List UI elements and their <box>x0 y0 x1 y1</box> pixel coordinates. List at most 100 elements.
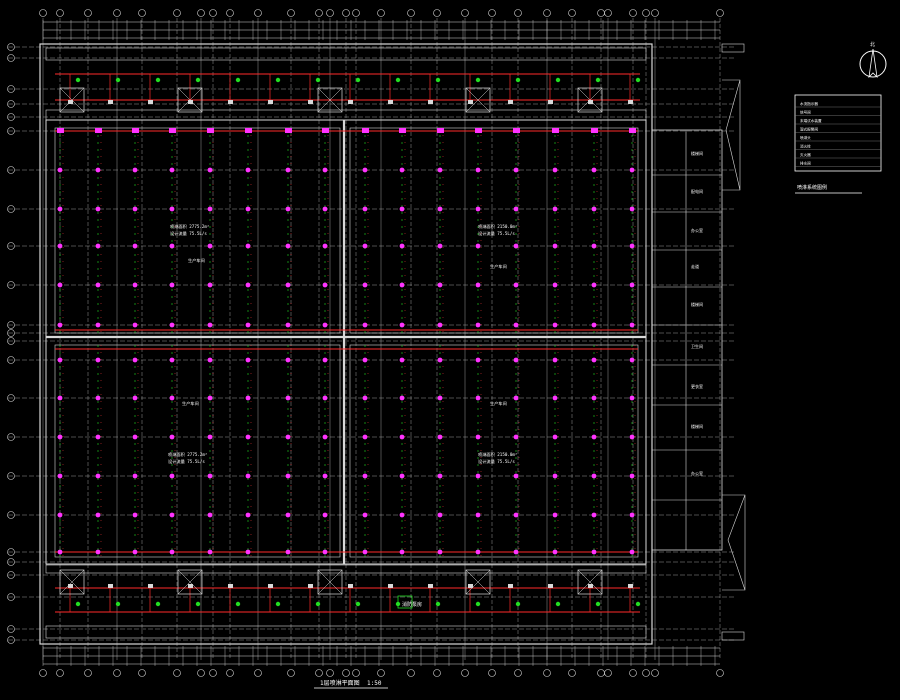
side-room-label: 办公室 <box>691 470 703 476</box>
pipe-hanger <box>468 100 473 104</box>
axis-bubble-top <box>226 9 234 17</box>
axis-bubble-bottom <box>287 669 295 677</box>
sprinkler-head-icon <box>591 128 598 133</box>
sprinkler-head-icon <box>169 206 175 212</box>
valve-icon <box>435 601 441 607</box>
sprinkler-head-icon <box>169 395 175 401</box>
valve-icon <box>475 601 481 607</box>
valve-icon <box>195 77 201 83</box>
axis-bubble-left <box>7 329 15 337</box>
sprinkler-head-icon <box>57 357 63 363</box>
stair-icon <box>177 87 203 113</box>
sprinkler-head-icon <box>169 549 175 555</box>
axis-bubble-top <box>543 9 551 17</box>
pipe-hanger <box>628 584 633 588</box>
axis-bubble-top <box>84 9 92 17</box>
axis-bubble-left <box>7 281 15 289</box>
axis-bubble-top <box>326 9 334 17</box>
axis-bubble-left <box>7 511 15 519</box>
axis-bubble-left <box>7 433 15 441</box>
side-room-label: 楼梯间 <box>691 301 703 307</box>
sprinkler-head-icon <box>207 322 213 328</box>
stair-icon <box>465 569 491 595</box>
zone-box <box>349 127 639 334</box>
sprinkler-head-icon <box>437 128 444 133</box>
corridor-band <box>45 625 647 639</box>
sprinkler-head-icon <box>591 434 597 440</box>
sprinkler-head-icon <box>322 473 328 479</box>
sprinkler-head-icon <box>437 322 443 328</box>
pipe-hanger <box>68 100 73 104</box>
stair-icon <box>465 569 491 595</box>
valve-icon <box>635 77 641 83</box>
axis-bubble-top <box>352 9 360 17</box>
valve-icon <box>155 77 161 83</box>
sprinkler-head-icon <box>169 128 176 133</box>
stair-icon <box>577 87 603 113</box>
axis-bubble-bottom <box>629 669 637 677</box>
zone-tag: 生产车间 <box>182 400 199 407</box>
sprinkler-head-icon <box>322 243 328 249</box>
zone-tag: 生产车间 <box>490 263 507 270</box>
stair-icon <box>317 87 343 113</box>
side-room-label: 办公室 <box>691 227 703 233</box>
sprinkler-head-icon <box>437 549 443 555</box>
stair-icon <box>577 87 603 113</box>
north-arrow-icon: 北 <box>859 41 887 79</box>
valve-icon <box>315 77 321 83</box>
axis-bubble-bottom <box>488 669 496 677</box>
axis-bubble-top <box>197 9 205 17</box>
stair-icon <box>59 569 85 595</box>
sprinkler-head-icon <box>437 243 443 249</box>
sprinkler-head-icon <box>513 434 519 440</box>
axis-bubble-left <box>7 356 15 364</box>
sprinkler-head-icon <box>475 282 481 288</box>
sprinkler-head-icon <box>362 128 369 133</box>
sprinkler-head-icon <box>95 357 101 363</box>
sprinkler-head-icon <box>322 128 329 133</box>
valve-icon <box>195 601 201 607</box>
sprinkler-head-icon <box>552 395 558 401</box>
pipe-hanger <box>388 100 393 104</box>
sprinkler-head-icon <box>362 322 368 328</box>
sprinkler-head-icon <box>132 167 138 173</box>
sprinkler-head-icon <box>513 322 519 328</box>
axis-bubble-top <box>138 9 146 17</box>
annex-outline <box>651 129 723 551</box>
axis-bubble-top <box>315 9 323 17</box>
valve-icon <box>75 77 81 83</box>
sprinkler-head-icon <box>552 243 558 249</box>
sprinkler-head-icon <box>629 395 635 401</box>
sprinkler-head-icon <box>591 282 597 288</box>
zone-note-line1: 喷淋面积 2150.0m² <box>478 451 517 458</box>
sprinkler-head-icon <box>362 473 368 479</box>
sprinkler-head-icon <box>399 395 405 401</box>
sprinkler-head-icon <box>437 512 443 518</box>
axis-bubble-top <box>604 9 612 17</box>
side-room-label: 更衣室 <box>691 383 703 389</box>
sprinkler-head-icon <box>362 357 368 363</box>
sprinkler-head-icon <box>169 512 175 518</box>
pipe-hanger <box>508 584 513 588</box>
svg-text:北: 北 <box>870 41 875 48</box>
sprinkler-head-icon <box>207 512 213 518</box>
sprinkler-head-icon <box>169 434 175 440</box>
stair-icon <box>59 569 85 595</box>
axis-bubble-bottom <box>56 669 64 677</box>
sprinkler-head-icon <box>207 167 213 173</box>
axis-bubble-left <box>7 166 15 174</box>
pump-room-box <box>397 595 413 609</box>
axis-bubble-top <box>407 9 415 17</box>
pipe-hanger <box>388 584 393 588</box>
sprinkler-head-icon <box>285 206 291 212</box>
sprinkler-head-icon <box>629 128 636 133</box>
sprinkler-head-icon <box>437 357 443 363</box>
axis-bubble-bottom <box>113 669 121 677</box>
sprinkler-head-icon <box>552 128 559 133</box>
axis-bubble-bottom <box>84 669 92 677</box>
sprinkler-head-icon <box>169 167 175 173</box>
sprinkler-head-icon <box>475 206 481 212</box>
sprinkler-head-icon <box>552 282 558 288</box>
zone-box <box>349 344 639 558</box>
